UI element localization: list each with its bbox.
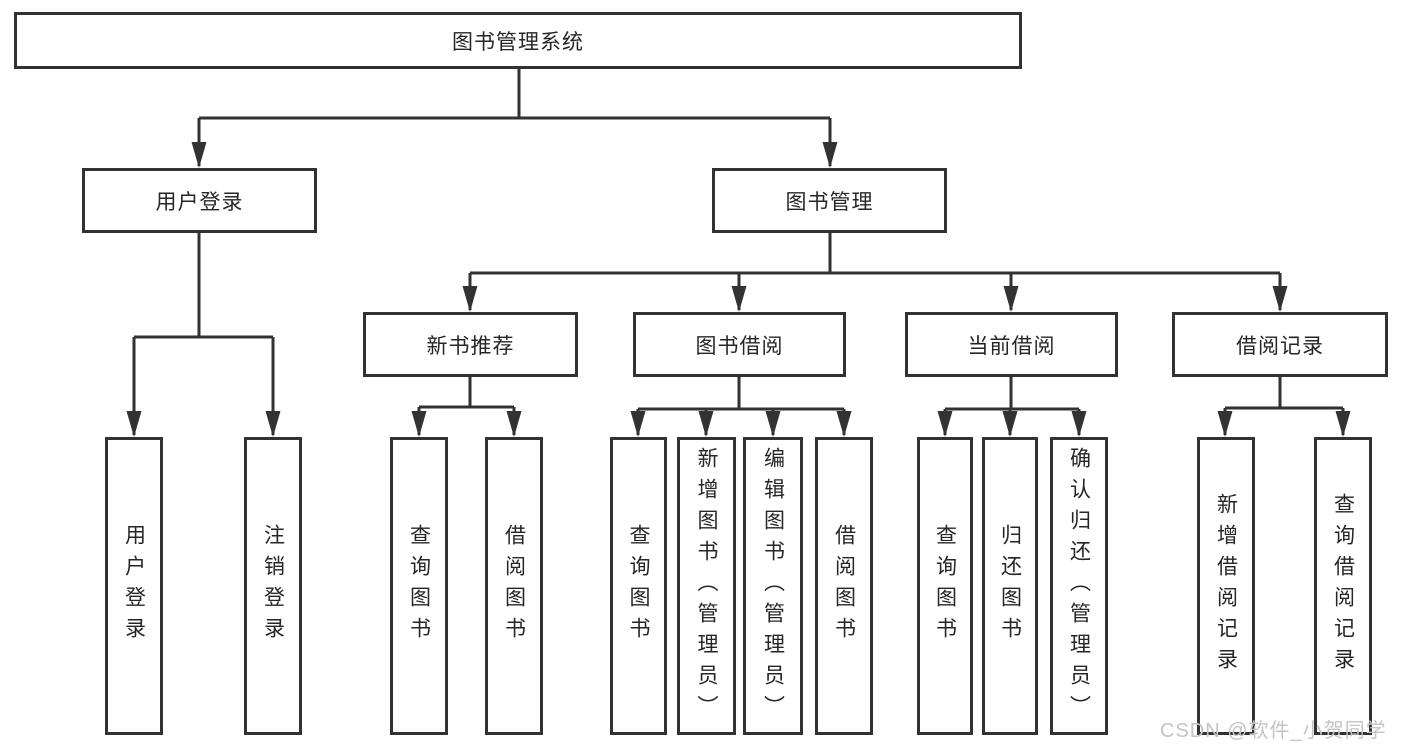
node-label: 图书管理 bbox=[785, 190, 874, 214]
node-label: 借阅图书 bbox=[502, 524, 526, 648]
node-label: 当前借阅 bbox=[967, 334, 1056, 358]
node-user-login: 用户登录 bbox=[82, 168, 317, 233]
node-label: 新增图书（管理员） bbox=[695, 446, 718, 726]
leaf-borrow-books: 借阅图书 bbox=[815, 437, 873, 735]
node-new-book-recommend: 新书推荐 bbox=[363, 312, 578, 377]
leaf-borrow-books-recommend: 借阅图书 bbox=[485, 437, 543, 735]
node-label: 编辑图书（管理员） bbox=[761, 446, 785, 726]
leaf-edit-books-admin: 编辑图书（管理员） bbox=[743, 437, 803, 735]
node-label: 图书借阅 bbox=[695, 334, 784, 358]
node-label: 查询借阅记录 bbox=[1331, 493, 1355, 679]
leaf-add-books-admin: 新增图书（管理员） bbox=[677, 437, 736, 735]
leaf-query-books-borrowing: 查询图书 bbox=[610, 437, 667, 735]
node-book-borrowing: 图书借阅 bbox=[633, 312, 846, 377]
node-label: 查询图书 bbox=[627, 524, 650, 648]
node-label: 用户登录 bbox=[122, 524, 146, 648]
node-label: 查询图书 bbox=[407, 524, 431, 648]
leaf-logout: 注销登录 bbox=[244, 437, 302, 735]
node-root: 图书管理系统 bbox=[14, 12, 1022, 69]
leaf-query-books-current: 查询图书 bbox=[917, 437, 973, 735]
leaf-user-login: 用户登录 bbox=[105, 437, 163, 735]
leaf-return-books: 归还图书 bbox=[982, 437, 1038, 735]
node-label: 归还图书 bbox=[998, 524, 1022, 648]
node-label: 图书管理系统 bbox=[452, 30, 584, 54]
node-label: 新增借阅记录 bbox=[1214, 493, 1238, 679]
leaf-query-borrow-record: 查询借阅记录 bbox=[1314, 437, 1372, 735]
leaf-confirm-return-admin: 确认归还（管理员） bbox=[1050, 437, 1108, 735]
node-label: 注销登录 bbox=[261, 524, 285, 648]
node-label: 用户登录 bbox=[155, 190, 244, 214]
connector-stems bbox=[132, 68, 1345, 435]
leaf-query-books-recommend: 查询图书 bbox=[390, 437, 448, 735]
node-label: 确认归还（管理员） bbox=[1067, 446, 1091, 726]
node-label: 新书推荐 bbox=[426, 334, 515, 358]
node-borrowing-records: 借阅记录 bbox=[1172, 312, 1388, 377]
node-label: 查询图书 bbox=[933, 524, 957, 648]
leaf-add-borrow-record: 新增借阅记录 bbox=[1197, 437, 1255, 735]
node-book-management: 图书管理 bbox=[712, 168, 947, 233]
arrowheads bbox=[126, 142, 1351, 437]
node-label: 借阅记录 bbox=[1236, 334, 1324, 358]
node-current-borrowing: 当前借阅 bbox=[905, 312, 1118, 377]
csdn-watermark: CSDN @软件_小贺同学 bbox=[1160, 720, 1387, 742]
node-label: 借阅图书 bbox=[832, 524, 856, 648]
